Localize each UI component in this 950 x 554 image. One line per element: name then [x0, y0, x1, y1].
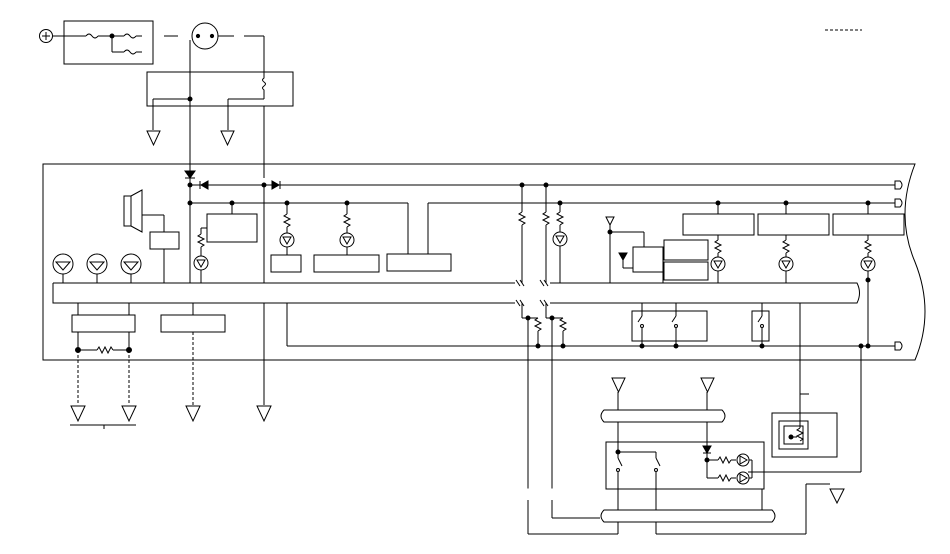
junction-dot	[561, 344, 565, 348]
led-icon	[194, 256, 208, 270]
resistor-icon	[718, 475, 731, 481]
switch-contact-icon	[758, 303, 764, 346]
connector-icon	[895, 199, 902, 207]
diode-icon	[619, 253, 627, 260]
resistor-icon	[97, 347, 113, 353]
lamp-icon	[192, 23, 218, 49]
led-icon	[737, 454, 749, 466]
resistor-icon	[543, 212, 549, 225]
diode-icon	[185, 171, 195, 178]
module-box	[833, 214, 904, 235]
fuse-icon	[112, 36, 142, 54]
resistor-icon	[715, 240, 721, 253]
gauge-icon	[121, 254, 141, 283]
bus-board	[53, 283, 860, 303]
ground-icon	[701, 378, 714, 392]
resistor-icon	[535, 318, 541, 331]
junction-dot	[674, 344, 678, 348]
sensor-box-core	[784, 426, 803, 444]
led-icon	[340, 233, 354, 247]
ground-icon	[122, 406, 136, 421]
bus-break-mark	[516, 300, 520, 306]
switch-box	[752, 311, 769, 341]
led-icon	[553, 232, 567, 246]
led-icon	[280, 233, 294, 247]
switch-contact-icon	[655, 452, 661, 490]
junction-dot	[866, 344, 870, 348]
resistor-icon	[284, 214, 290, 227]
switch-box	[147, 72, 293, 106]
module-box	[664, 262, 708, 280]
resistor-icon	[519, 212, 525, 225]
connector-icon	[895, 181, 902, 189]
resistor-icon	[718, 457, 731, 463]
fuse-icon	[112, 34, 142, 38]
switch-contact-icon	[254, 72, 266, 99]
speaker-icon	[124, 190, 142, 232]
module-box	[271, 255, 301, 272]
resistor-icon	[557, 212, 563, 225]
sensor-box-inner	[779, 421, 808, 449]
diode-icon	[272, 181, 279, 189]
junction-dot	[640, 344, 644, 348]
fuse-icon	[75, 34, 112, 38]
gauge-icon	[87, 254, 107, 283]
resistor-icon	[783, 240, 789, 253]
resistor-icon	[198, 228, 207, 247]
ground-icon	[186, 406, 200, 421]
switch-box	[632, 311, 707, 341]
connector-icon	[895, 342, 902, 350]
ground-icon	[257, 406, 271, 421]
resistor-icon	[560, 318, 566, 331]
relay-box	[633, 247, 663, 272]
output-box	[72, 315, 135, 332]
ground-icon	[830, 489, 844, 503]
module-box	[683, 214, 754, 235]
switch-contact-icon	[617, 442, 623, 490]
led-icon	[711, 257, 725, 271]
speaker-driver-box	[150, 232, 179, 249]
module-box	[314, 255, 379, 272]
control-unit-box	[207, 214, 257, 242]
junction-dot	[866, 278, 870, 282]
ground-icon	[221, 131, 234, 145]
diode-icon	[201, 181, 208, 189]
led-icon	[779, 257, 793, 271]
positive-terminal-icon	[40, 30, 53, 43]
harness-bar	[601, 410, 725, 422]
switch-contact-icon	[672, 303, 678, 346]
junction-dot	[760, 344, 764, 348]
led-icon	[861, 257, 875, 271]
module-box	[664, 240, 708, 260]
ground-icon	[612, 378, 625, 392]
resistor-icon	[865, 240, 871, 253]
lower-relay-box	[606, 442, 764, 489]
switch-contact-icon	[638, 303, 644, 346]
module-box	[758, 214, 829, 235]
ground-icon	[147, 131, 160, 145]
harness-bar	[601, 510, 775, 522]
bus-break-mark	[540, 280, 544, 286]
bus-break-mark	[516, 280, 520, 286]
ground-icon	[71, 406, 85, 421]
output-box	[161, 315, 225, 332]
bus-break-mark	[540, 300, 544, 306]
gauge-icon	[53, 254, 73, 283]
module-box	[387, 254, 451, 271]
main-module-outline	[43, 164, 925, 360]
junction-dot	[536, 344, 540, 348]
sensor-box-outer	[772, 413, 837, 457]
fuse-box	[64, 21, 153, 64]
ground-icon	[606, 217, 614, 225]
led-icon	[737, 472, 749, 484]
resistor-icon	[797, 394, 803, 441]
resistor-icon	[344, 214, 350, 227]
junction-dot	[616, 450, 620, 454]
diode-icon	[703, 446, 711, 453]
